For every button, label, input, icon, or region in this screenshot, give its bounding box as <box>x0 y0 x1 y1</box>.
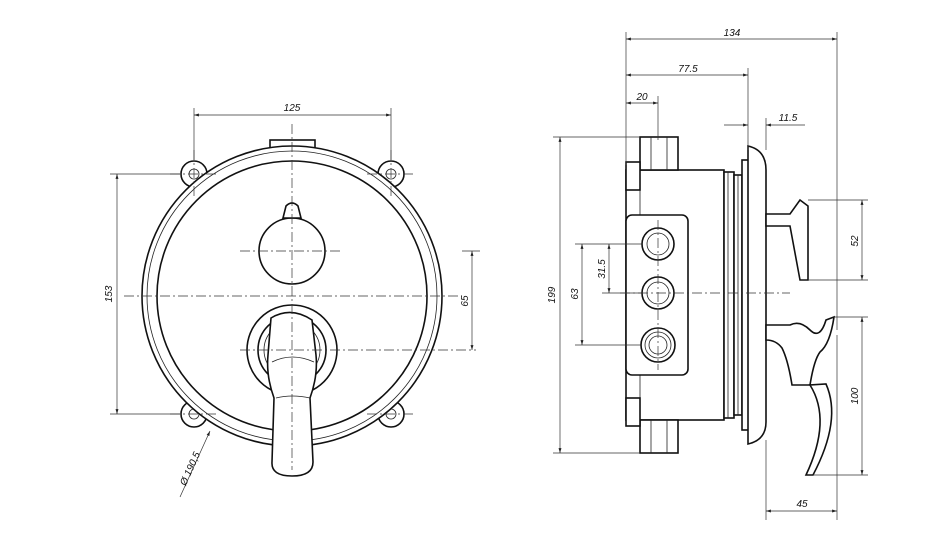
bottom-connector <box>639 419 679 454</box>
dim-77-5: 77.5 <box>678 64 698 75</box>
dim-11-5: 11.5 <box>779 113 798 124</box>
dim-31-5: 31.5 <box>597 259 608 279</box>
dim-125: 125 <box>284 103 301 114</box>
dim-65: 65 <box>460 295 471 307</box>
dim-52: 52 <box>850 235 861 247</box>
rosette-plate <box>747 145 767 445</box>
dim-100: 100 <box>850 387 861 404</box>
dim-20: 20 <box>635 92 648 103</box>
dim-199: 199 <box>547 286 558 303</box>
dim-63: 63 <box>570 288 581 300</box>
dim-134: 134 <box>724 28 741 39</box>
front-view: 125 153 65 Ø 190,5 <box>104 103 480 498</box>
dim-diameter: Ø 190,5 <box>178 450 203 488</box>
side-view: 134 77.5 20 11.5 199 63 31.5 52 <box>547 28 868 520</box>
dim-153: 153 <box>104 285 115 302</box>
diverter-side <box>765 198 809 281</box>
top-connector <box>639 136 679 171</box>
dim-45: 45 <box>796 499 808 510</box>
lever-side <box>804 383 833 476</box>
lever-base-side <box>765 315 835 386</box>
